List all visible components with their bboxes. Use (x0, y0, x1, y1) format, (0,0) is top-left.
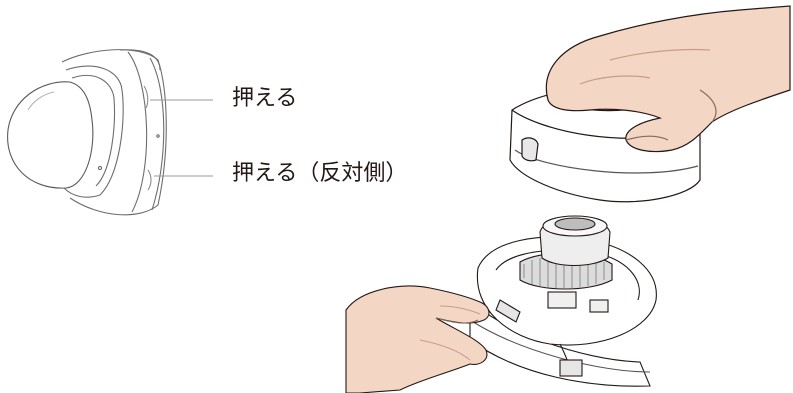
callout-press: 押える (232, 86, 298, 111)
dome-camera-side-view (7, 49, 167, 216)
dome-cover-with-hand (509, 5, 791, 203)
camera-module-with-hand (345, 215, 657, 393)
leader-lines (150, 99, 213, 177)
callout-press-opposite: 押える（反対側） (232, 161, 408, 186)
